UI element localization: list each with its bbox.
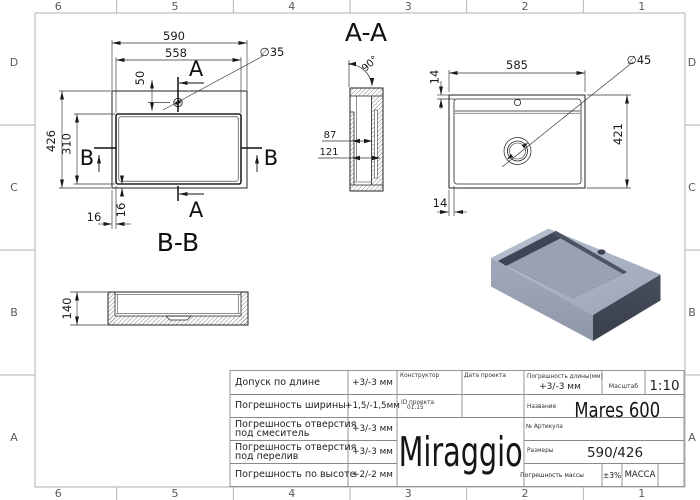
section-cut-lines — [94, 77, 262, 201]
iso-right-face — [593, 274, 661, 341]
svg-text:A: A — [688, 431, 696, 444]
svg-text:5: 5 — [172, 487, 179, 500]
svg-text:6: 6 — [55, 0, 62, 13]
svg-text:∅35: ∅35 — [260, 45, 285, 59]
tolerance-row-value: +3/-3 мм — [352, 424, 393, 434]
svg-text:590: 590 — [163, 29, 185, 43]
svg-text:A-A: A-A — [345, 18, 387, 47]
svg-text:3: 3 — [405, 487, 412, 500]
mass-tolerance-value: ±3% — [602, 470, 622, 480]
svg-text:16: 16 — [87, 210, 102, 224]
svg-text:B: B — [264, 146, 278, 170]
svg-text:3: 3 — [405, 0, 412, 13]
svg-text:310: 310 — [60, 133, 74, 155]
mass-label: МАССА — [624, 470, 656, 480]
title-block-grid — [229, 370, 685, 487]
iso-left-face — [491, 258, 593, 341]
scale-label: Масштаб — [608, 382, 639, 390]
svg-text:D: D — [10, 56, 18, 69]
svg-text:C: C — [688, 181, 696, 194]
svg-text:D: D — [688, 56, 696, 69]
name-label: Название — [527, 403, 557, 410]
svg-text:14: 14 — [433, 196, 448, 210]
iso-faucet-hole — [597, 249, 606, 255]
svg-text:∅45: ∅45 — [627, 53, 652, 67]
svg-text:421: 421 — [611, 123, 625, 145]
scale-value: 1:10 — [649, 378, 680, 394]
size-label: Размеры — [527, 447, 554, 454]
constructor-label: Конструктор — [400, 372, 440, 379]
tolerance-row-value: +3/-3 мм — [352, 447, 393, 457]
tolerance-row-value: +2/-2 мм — [352, 470, 393, 480]
svg-text:16: 16 — [114, 203, 128, 218]
svg-text:140: 140 — [60, 298, 74, 320]
plan-view: 590 558 426 310 50 ∅35 16 16 A A B B — [44, 29, 284, 229]
tolerance-row-label: Погрешность ширины — [235, 400, 346, 412]
ruler-labels: 6 5 4 3 2 1 6 5 4 3 2 1 D C B A D C B A — [10, 0, 696, 500]
svg-text:5: 5 — [172, 0, 179, 13]
svg-text:2: 2 — [522, 487, 529, 500]
front-view: 585 ∅45 14 14 421 — [428, 53, 652, 216]
size-value: 590/426 — [586, 445, 644, 461]
svg-text:87: 87 — [324, 130, 337, 141]
svg-text:A: A — [189, 198, 204, 222]
svg-text:C: C — [10, 181, 18, 194]
svg-text:A: A — [189, 57, 204, 81]
section-bb-view: B-B 140 — [60, 228, 249, 326]
svg-text:B: B — [80, 146, 94, 170]
iso-3d-view — [491, 228, 661, 341]
sku-label: № Артикула — [526, 423, 563, 430]
svg-text:1: 1 — [638, 487, 645, 500]
brand-logo: Miraggio — [398, 428, 523, 476]
mass-tolerance-label: Погрешность массы — [520, 471, 584, 479]
plan-dim-lines — [59, 40, 264, 229]
tolerance-row-label: Допуск по длине — [235, 376, 320, 388]
svg-text:6: 6 — [55, 487, 62, 500]
svg-text:1: 1 — [638, 0, 645, 13]
length-tolerance-value: +3/-3 мм — [539, 381, 581, 392]
iso-far-wall — [498, 231, 564, 266]
length-tolerance-label: Погрешность длины(мм) — [527, 374, 603, 380]
section-aa-view: A-A 90° 87 — [318, 18, 387, 192]
svg-text:4: 4 — [288, 0, 295, 13]
svg-text:2: 2 — [522, 0, 529, 13]
svg-text:14: 14 — [428, 70, 442, 85]
date-label: Дата проекта — [464, 372, 506, 379]
svg-text:B: B — [10, 306, 18, 319]
svg-text:B: B — [688, 306, 696, 319]
svg-text:B-B: B-B — [157, 228, 199, 257]
iso-edge-wall — [552, 231, 627, 274]
svg-text:90°: 90° — [360, 54, 380, 74]
svg-text:558: 558 — [165, 46, 187, 60]
tolerance-row-value: +3/-3 мм — [352, 377, 393, 388]
svg-text:A: A — [10, 431, 18, 444]
svg-text:585: 585 — [506, 58, 528, 72]
svg-text:4: 4 — [288, 487, 295, 500]
svg-text:426: 426 — [44, 130, 58, 152]
tolerance-row-label: Погрешность по высоте — [235, 469, 356, 481]
svg-text:121: 121 — [319, 147, 338, 158]
product-name: Mares 600 — [574, 397, 660, 422]
tolerance-row-value: +1,5/-1,5мм — [345, 401, 400, 411]
svg-text:50: 50 — [133, 71, 147, 86]
